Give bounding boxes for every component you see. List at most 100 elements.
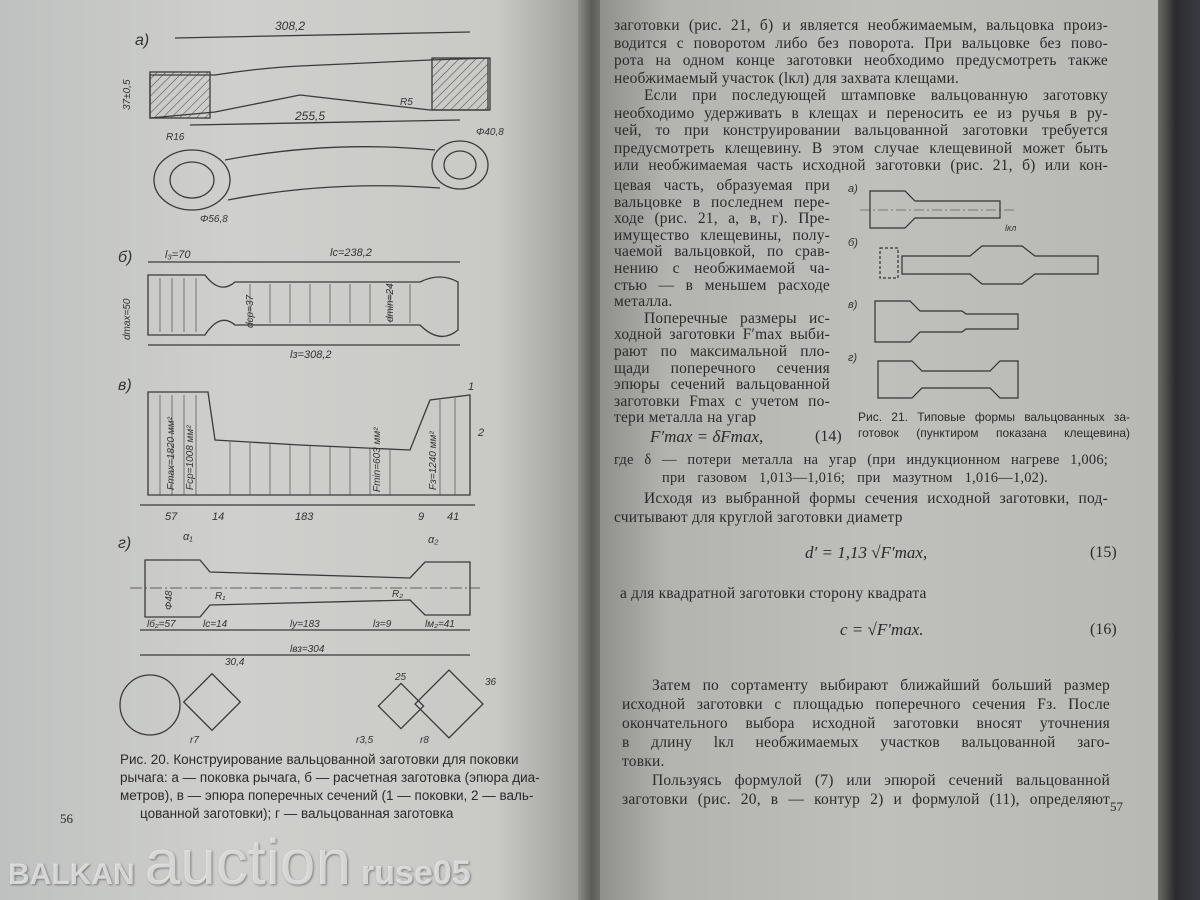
dim-label: 36 [485,677,497,688]
dim-label: 183 [295,511,314,523]
dim-label: R5 [400,97,413,108]
dim-label: lм₂=41 [425,619,455,630]
lever-outline [149,57,491,119]
dim-label: lз=308,2 [290,349,332,361]
text-line: Если при последующей штамповке вальцован… [644,87,1108,104]
dim-label: 14 [212,511,224,523]
dim-label: r3,5 [356,735,374,746]
text-line: нению с необжимаемой ча- [614,260,830,277]
figure-21-caption-line: Рис. 21. Типовые формы вальцованных за- [858,410,1130,424]
dim-label: 9 [418,511,424,523]
dim-label: Φ56,8 [200,214,228,225]
text-line: Затем по сортаменту выбирают ближайший б… [652,677,1110,694]
page-number-right: 57 [1110,799,1123,814]
dim-label: lз=9 [373,619,392,630]
dim-label: lб₂=57 [147,618,176,630]
dim-label: dср=37 [245,294,256,328]
dim-label: Φ48 [164,590,175,610]
text-line: необжимаемый участок (lкл) для захвата к… [614,69,960,87]
dim-label: R16 [166,132,185,143]
text-line: в длину lкл необжимаемых участков вальцо… [622,734,1110,751]
dim-label: 25 [394,672,407,683]
right-page: заготовки (рис. 21, б) и является необжи… [600,0,1160,900]
text-line: необходимо удерживать в клещах и перенос… [614,104,1108,122]
dim-label: lвз=304 [290,644,325,655]
equation-15-number: (15) [1090,544,1117,561]
dim-label: 37±0,5 [122,79,133,110]
contour-label: 2 [477,427,484,439]
text-line: товки. [622,753,665,770]
text-line: Поперечные размеры ис- [644,309,830,327]
dim-label: Fmin=603 мм² [372,427,383,492]
text-line: чей, то при конструировании вальцованной… [614,122,1108,139]
dim-label: R₁ [215,591,225,602]
dim-label: 57 [165,511,178,523]
caption-line: метров), в — эпюра поперечных сечений (1… [120,788,534,803]
fig21-label-g: г) [848,352,857,364]
equation-14: F′max = δFmax, [650,427,764,446]
equation-15: d′ = 1,13 √F′max, [805,543,928,562]
dim-label: α₂ [428,534,439,546]
text-line: вальцовке в последнем пере- [614,193,830,211]
dim-label: Fз=1240 мм² [428,431,439,490]
text-line: где δ — потери металла на угар (при инду… [614,452,1108,468]
text-line: имущество клещевины, полу- [614,226,830,244]
dim-label: r7 [190,735,199,746]
fig-label-g: г) [118,535,131,552]
dim-label: Fср=1008 мм² [185,425,196,490]
text-line: чаемой вальцовкой, по срав- [614,243,830,261]
book-edge [1158,0,1200,900]
dim-label: r8 [420,735,429,746]
text-line: считывают для круглой заготовки диаметр [614,509,903,526]
fig21-label-v: в) [848,299,858,311]
dim-label: α₁ [183,531,193,543]
text-line: тери металла на угар [614,409,757,427]
dim-label: l₃=70 [165,249,191,261]
fig-label-b: б) [118,249,132,266]
text-line: щади поперечного сечения [614,359,830,377]
page-number-left: 56 [60,811,73,826]
figure-21-caption-line: готовок (пунктиром показана клещевина) [858,426,1130,440]
text-line: стью — в меньшем расходе [614,276,830,294]
dim-label: lс=238,2 [330,247,372,259]
dim-label: 255,5 [294,109,325,123]
left-page: а) 308,2 255,5 37±0,5 R16 R5 Φ40,8 Φ56,8… [0,0,585,900]
text-line: или необжимаемая часть исходной заготовк… [614,157,1108,174]
text-line: Исходя из выбранной формы сечения исходн… [644,490,1108,507]
text-line: цевая часть, образуемая при [614,177,830,194]
fig-label-v: в) [118,377,132,394]
text-line: металла. [614,293,673,311]
caption-line: рычага: а — поковка рычага, б — расчетна… [120,770,540,785]
dim-label: 30,4 [225,657,245,668]
contour-label: 1 [468,381,474,393]
dim-label: lс=14 [203,619,228,630]
dim-label: R₂ [392,589,403,600]
fig21-label-b: б) [848,237,858,249]
text-line: заготовки (рис. 21, б) и является необжи… [614,17,1108,34]
text-line: заготовки Fmax с учетом по- [614,392,830,410]
equation-16: c = √F′max. [840,620,924,639]
text-line: рают по максимальной пло- [614,343,830,360]
text-line: заготовки (рис. 20, в — контур 2) и форм… [622,791,1110,808]
text-line: а для квадратной заготовки сторону квадр… [620,585,927,602]
dim-label: 41 [447,511,459,523]
equation-14-number: (14) [815,428,842,445]
watermark: BALKAN auction ruse05 [8,826,471,898]
fig21-dim-label: lкл [1005,223,1016,233]
dim-label: lу=183 [290,619,320,630]
caption-line: Рис. 20. Конструирование вальцованной за… [120,752,519,767]
dim-label: dmin=24 [385,283,396,322]
text-line: водится с поворотом либо без поворота. П… [614,34,1108,52]
text-line: эпюры сечений вальцованной [614,376,830,394]
text-line: предусмотреть клещевину. В этом случае к… [614,139,1108,157]
text-line: при газовом 1,013—1,016; при мазутном 1,… [662,470,1048,486]
caption-line: цованной заготовки); г — вальцованная за… [140,806,454,821]
dim-label: Φ40,8 [476,127,504,138]
dim-label: Fmax=1820 мм² [166,416,177,490]
text-line: исходной заготовки с площадью поперечног… [622,696,1110,713]
text-line: Пользуясь формулой (7) или эпюрой сечени… [652,772,1110,789]
equation-16-number: (16) [1090,621,1117,638]
figure-21-drawing: а) lкл б) в) г) [848,183,1099,399]
text-line: ходе (рис. 21, а, в, г). Пре- [614,210,830,228]
fig21-label-a: а) [848,183,858,195]
